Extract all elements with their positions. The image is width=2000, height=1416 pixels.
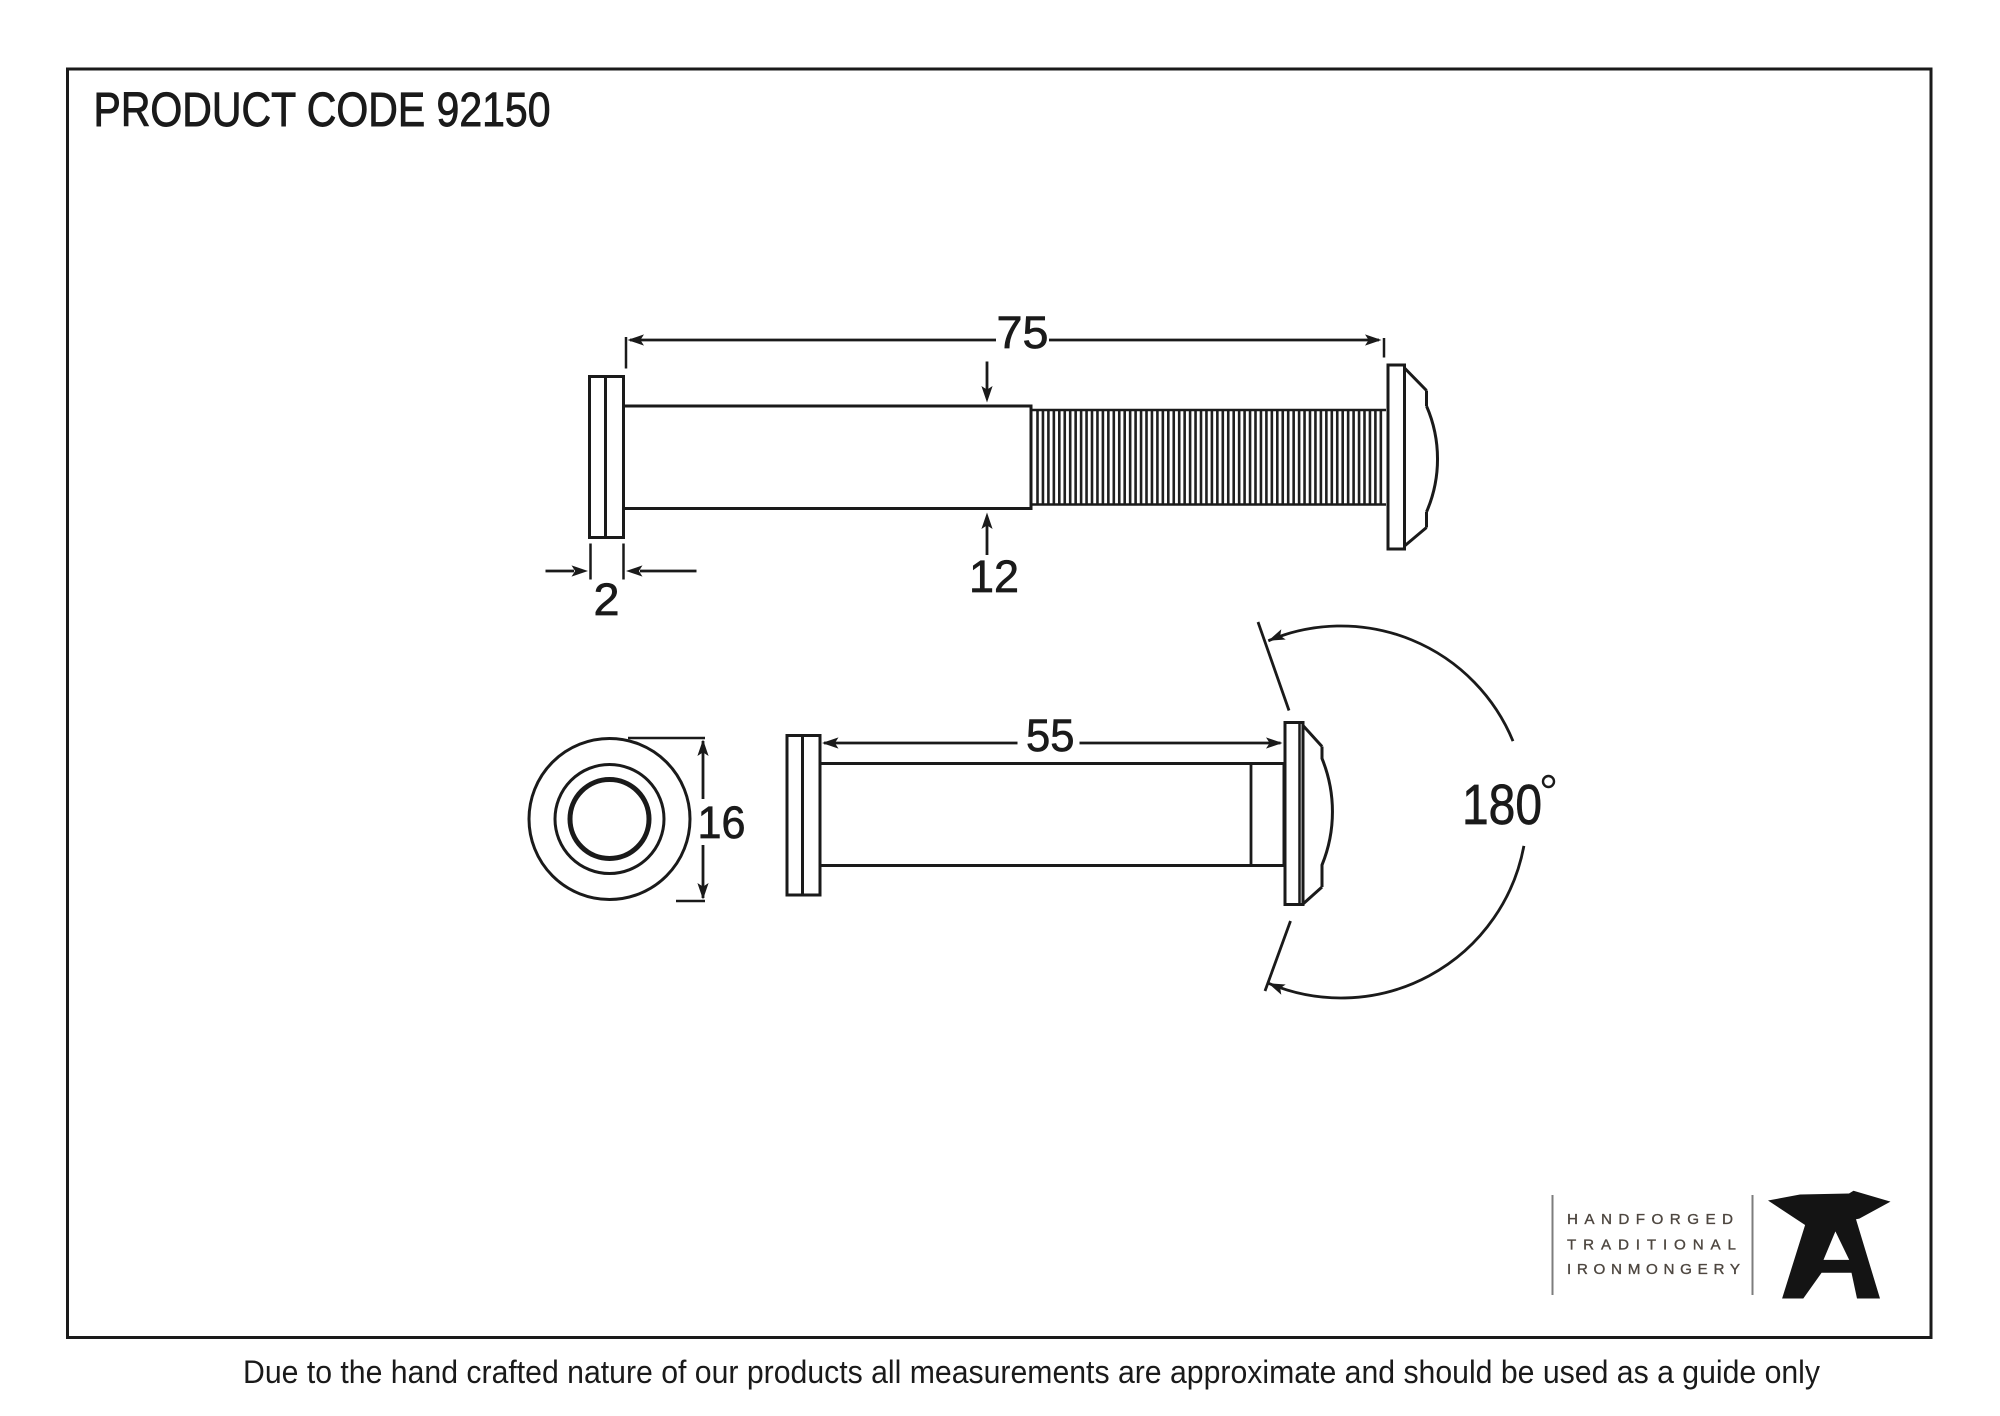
svg-text:16: 16 <box>698 797 746 848</box>
svg-text:55: 55 <box>1026 710 1075 761</box>
svg-text:HANDFORGED: HANDFORGED <box>1567 1211 1733 1228</box>
svg-text:180: 180 <box>1462 773 1542 837</box>
svg-text:2: 2 <box>594 574 620 625</box>
svg-text:Due to the hand crafted nature: Due to the hand crafted nature of our pr… <box>243 1354 1820 1390</box>
svg-text:PRODUCT CODE 92150: PRODUCT CODE 92150 <box>94 83 551 137</box>
svg-text:IRONMONGERY: IRONMONGERY <box>1567 1261 1740 1278</box>
svg-text:12: 12 <box>969 551 1019 602</box>
svg-text:75: 75 <box>997 307 1049 358</box>
svg-text:TRADITIONAL: TRADITIONAL <box>1567 1237 1736 1254</box>
